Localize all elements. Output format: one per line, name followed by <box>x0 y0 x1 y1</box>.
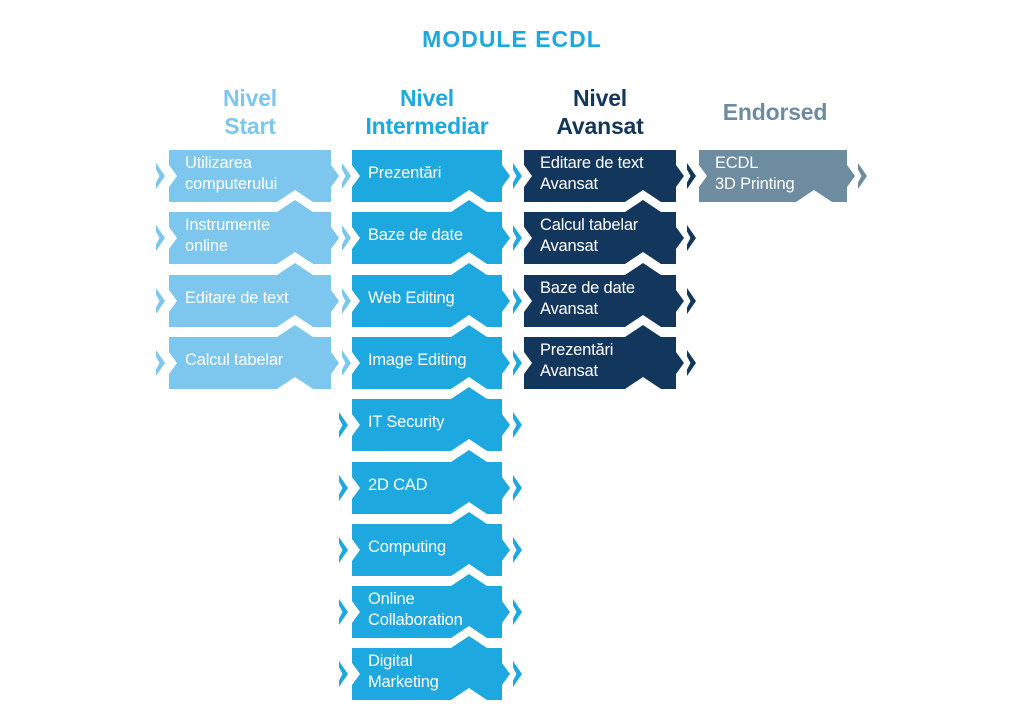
chevron-connector-icon <box>339 412 348 438</box>
chevron-connector-icon <box>687 350 696 376</box>
chevron-connector-icon <box>513 661 522 687</box>
chevron-connector-icon <box>513 350 522 376</box>
chevron-connector-icon <box>342 225 351 251</box>
chevron-connector-icon <box>687 163 696 189</box>
module-box-shape <box>352 150 510 202</box>
header-line: Intermediar <box>365 113 489 139</box>
header-line: Nivel <box>573 85 627 111</box>
module-box-shape <box>352 263 510 327</box>
diagram-title: MODULE ECDL <box>422 26 602 52</box>
module-box-shape <box>169 325 339 389</box>
chevron-connector-icon <box>156 163 165 189</box>
chevron-connector-icon <box>156 225 165 251</box>
module-box-shape <box>352 450 510 514</box>
column-header-nivel-start: Nivel Start <box>140 84 360 140</box>
module-box-shape <box>524 325 684 389</box>
module-box-shape <box>352 636 510 700</box>
chevron-connector-icon <box>513 475 522 501</box>
chevron-connector-icon <box>513 288 522 314</box>
chevron-connector-icon <box>339 537 348 563</box>
chevron-connector-icon <box>339 475 348 501</box>
chevron-connector-icon <box>513 537 522 563</box>
header-line: Start <box>224 113 276 139</box>
chevron-connector-icon <box>156 350 165 376</box>
module-box-shape <box>352 574 510 638</box>
header-line: Nivel <box>400 85 454 111</box>
module-box-shape <box>352 387 510 451</box>
module-box-shape <box>169 200 339 264</box>
chevron-connector-icon <box>513 599 522 625</box>
chevron-connector-icon <box>342 163 351 189</box>
chevron-connector-icon <box>339 599 348 625</box>
module-box-shape <box>699 150 855 202</box>
header-line: Endorsed <box>722 99 828 125</box>
chevron-connector-icon <box>513 163 522 189</box>
chevron-connector-icon <box>342 350 351 376</box>
module-box-shape <box>524 150 684 202</box>
chevron-connector-icon <box>156 288 165 314</box>
chevron-connector-icon <box>687 288 696 314</box>
chevron-connector-icon <box>513 225 522 251</box>
chevron-connector-icon <box>858 163 867 189</box>
module-box-shape <box>352 200 510 264</box>
module-box-shape <box>524 200 684 264</box>
column-header-nivel-intermediar: Nivel Intermediar <box>317 84 537 140</box>
column-header-endorsed: Endorsed <box>665 84 885 140</box>
chevron-connector-icon <box>687 225 696 251</box>
chevron-connector-icon <box>513 412 522 438</box>
module-box-shape <box>352 512 510 576</box>
column-header-nivel-avansat: Nivel Avansat <box>490 84 710 140</box>
module-box-shape <box>352 325 510 389</box>
module-box-shape <box>524 263 684 327</box>
chevron-connector-icon <box>339 661 348 687</box>
chevron-connector-icon <box>342 288 351 314</box>
module-box-shape <box>169 263 339 327</box>
module-box-shape <box>169 150 339 202</box>
header-line: Avansat <box>556 113 644 139</box>
header-line: Nivel <box>223 85 277 111</box>
